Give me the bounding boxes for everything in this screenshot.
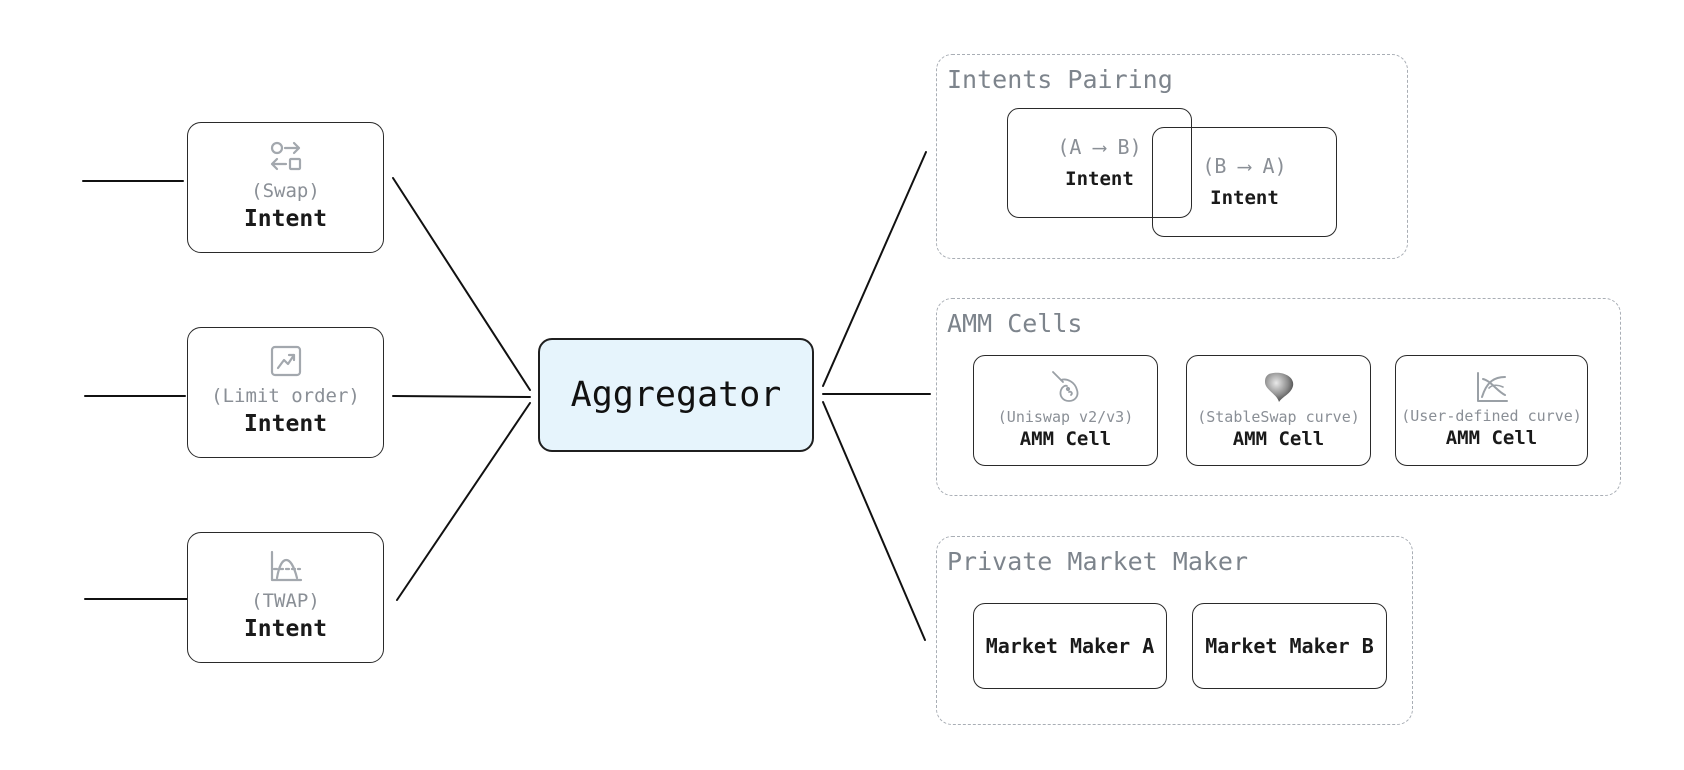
intent-direction: (A ⟶ B) xyxy=(1057,134,1142,159)
group-title: Private Market Maker xyxy=(947,547,1249,576)
connector-limit-aggregator xyxy=(392,395,531,398)
amm-cell-user-defined[interactable]: (User-defined curve) AMM Cell xyxy=(1395,355,1588,466)
intent-label: Intent xyxy=(243,615,328,642)
stableswap-curve-icon xyxy=(1264,372,1293,402)
amm-type: (User-defined curve) xyxy=(1401,406,1582,425)
market-maker-label: Market Maker B xyxy=(1205,634,1374,658)
pairing-intent-b-to-a[interactable]: (B ⟶ A) Intent xyxy=(1152,127,1337,237)
uniswap-unicorn-icon xyxy=(1051,370,1078,402)
intent-label: Intent xyxy=(1210,186,1279,209)
aggregator-node[interactable]: Aggregator xyxy=(538,338,814,452)
amm-type: (Uniswap v2/v3) xyxy=(997,407,1134,426)
market-maker-b[interactable]: Market Maker B xyxy=(1192,603,1387,689)
aggregator-label: Aggregator xyxy=(570,375,782,415)
connector-swap-aggregator xyxy=(392,177,531,391)
amm-type: (StableSwap curve) xyxy=(1197,407,1360,426)
intent-label: Intent xyxy=(243,410,328,437)
intents-pairing-group: Intents Pairing xyxy=(936,54,1408,259)
amm-cell-uniswap[interactable]: (Uniswap v2/v3) AMM Cell xyxy=(973,355,1158,466)
intent-type: (TWAP) xyxy=(251,590,320,613)
twap-icon xyxy=(270,551,302,582)
amm-cells-group: AMM Cells xyxy=(936,298,1621,496)
connector-aggregator-pairing xyxy=(822,151,927,387)
connector-twap-aggregator xyxy=(396,402,531,601)
pairing-intent-a-to-b[interactable]: (A ⟶ B) Intent xyxy=(1007,108,1192,218)
group-title: Intents Pairing xyxy=(947,65,1173,94)
amm-cell-stableswap[interactable]: (StableSwap curve) AMM Cell xyxy=(1186,355,1371,466)
group-title: AMM Cells xyxy=(947,309,1083,338)
market-maker-a[interactable]: Market Maker A xyxy=(973,603,1167,689)
limit-order-icon xyxy=(270,346,301,377)
intent-card-twap[interactable]: (TWAP) Intent xyxy=(187,532,384,663)
intent-card-swap[interactable]: (Swap) Intent xyxy=(187,122,384,253)
market-maker-label: Market Maker A xyxy=(985,634,1155,658)
swap-icon xyxy=(270,142,301,171)
user-defined-curve-icon xyxy=(1476,371,1508,402)
intent-direction: (B ⟶ A) xyxy=(1202,153,1287,178)
amm-label: AMM Cell xyxy=(1232,427,1325,450)
intent-label: Intent xyxy=(243,205,328,232)
intent-type: (Limit order) xyxy=(211,385,360,408)
private-market-maker-group: Private Market Maker xyxy=(936,536,1413,725)
intent-label: Intent xyxy=(1065,167,1134,190)
intent-type: (Swap) xyxy=(251,180,320,203)
amm-label: AMM Cell xyxy=(1019,427,1112,450)
connector-aggregator-pmm xyxy=(822,401,926,641)
amm-label: AMM Cell xyxy=(1445,426,1538,449)
intent-card-limit-order[interactable]: (Limit order) Intent xyxy=(187,327,384,458)
